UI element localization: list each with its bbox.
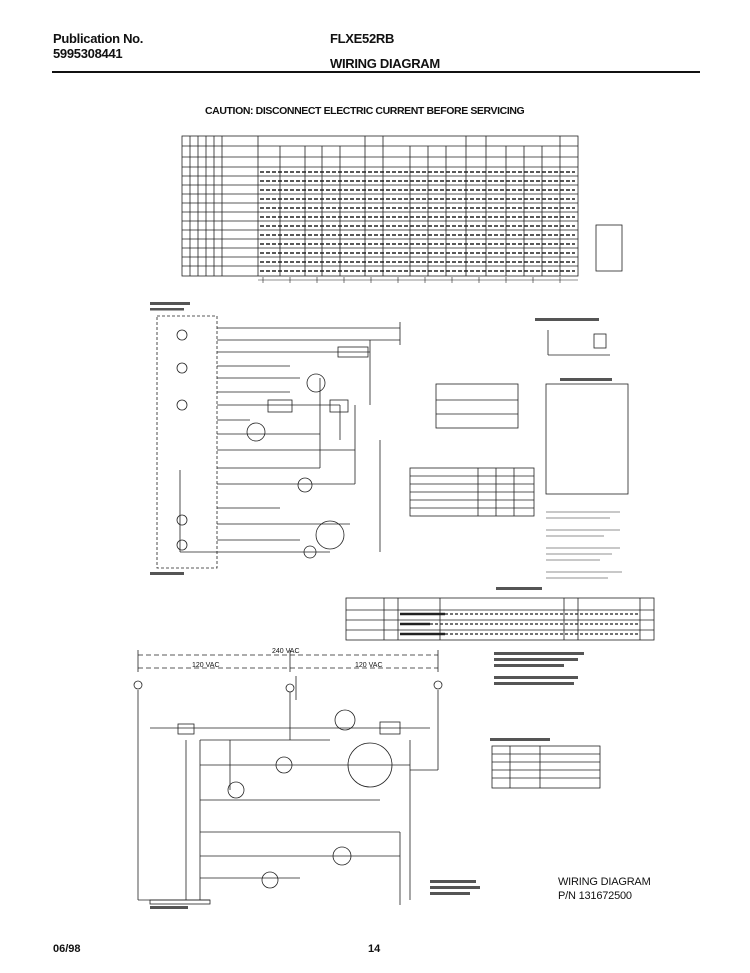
- wiring-codes-legend: [545, 383, 629, 495]
- header-rule: [52, 71, 700, 73]
- dryer-schematic: [133, 650, 443, 905]
- diagram-caption-part-number: P/N 131672500: [558, 890, 632, 902]
- caution-notice: CAUTION: DISCONNECT ELECTRIC CURRENT BEF…: [205, 105, 525, 117]
- voltage-label-right: 120 VAC: [355, 662, 383, 669]
- heater-table: [491, 745, 601, 789]
- diagram-caption-title: WIRING DIAGRAM: [558, 876, 651, 888]
- terminal-block-figure: [435, 383, 519, 429]
- washer-schematic: [156, 315, 401, 569]
- model-number: FLXE52RB: [330, 31, 395, 46]
- cycle-key-box: [595, 224, 623, 272]
- voltage-label-total: 240 VAC: [272, 648, 300, 655]
- switch-position-table: [409, 467, 535, 517]
- motor-switch-symbol: [547, 330, 610, 356]
- publication-number: 5995308441: [53, 46, 123, 61]
- voltage-label-left: 120 VAC: [192, 662, 220, 669]
- section-title: WIRING DIAGRAM: [330, 56, 440, 71]
- footer-date: 06/98: [53, 943, 81, 955]
- timer-sequence-chart: [181, 135, 579, 277]
- publication-label: Publication No.: [53, 31, 144, 46]
- page-number: 14: [368, 943, 381, 955]
